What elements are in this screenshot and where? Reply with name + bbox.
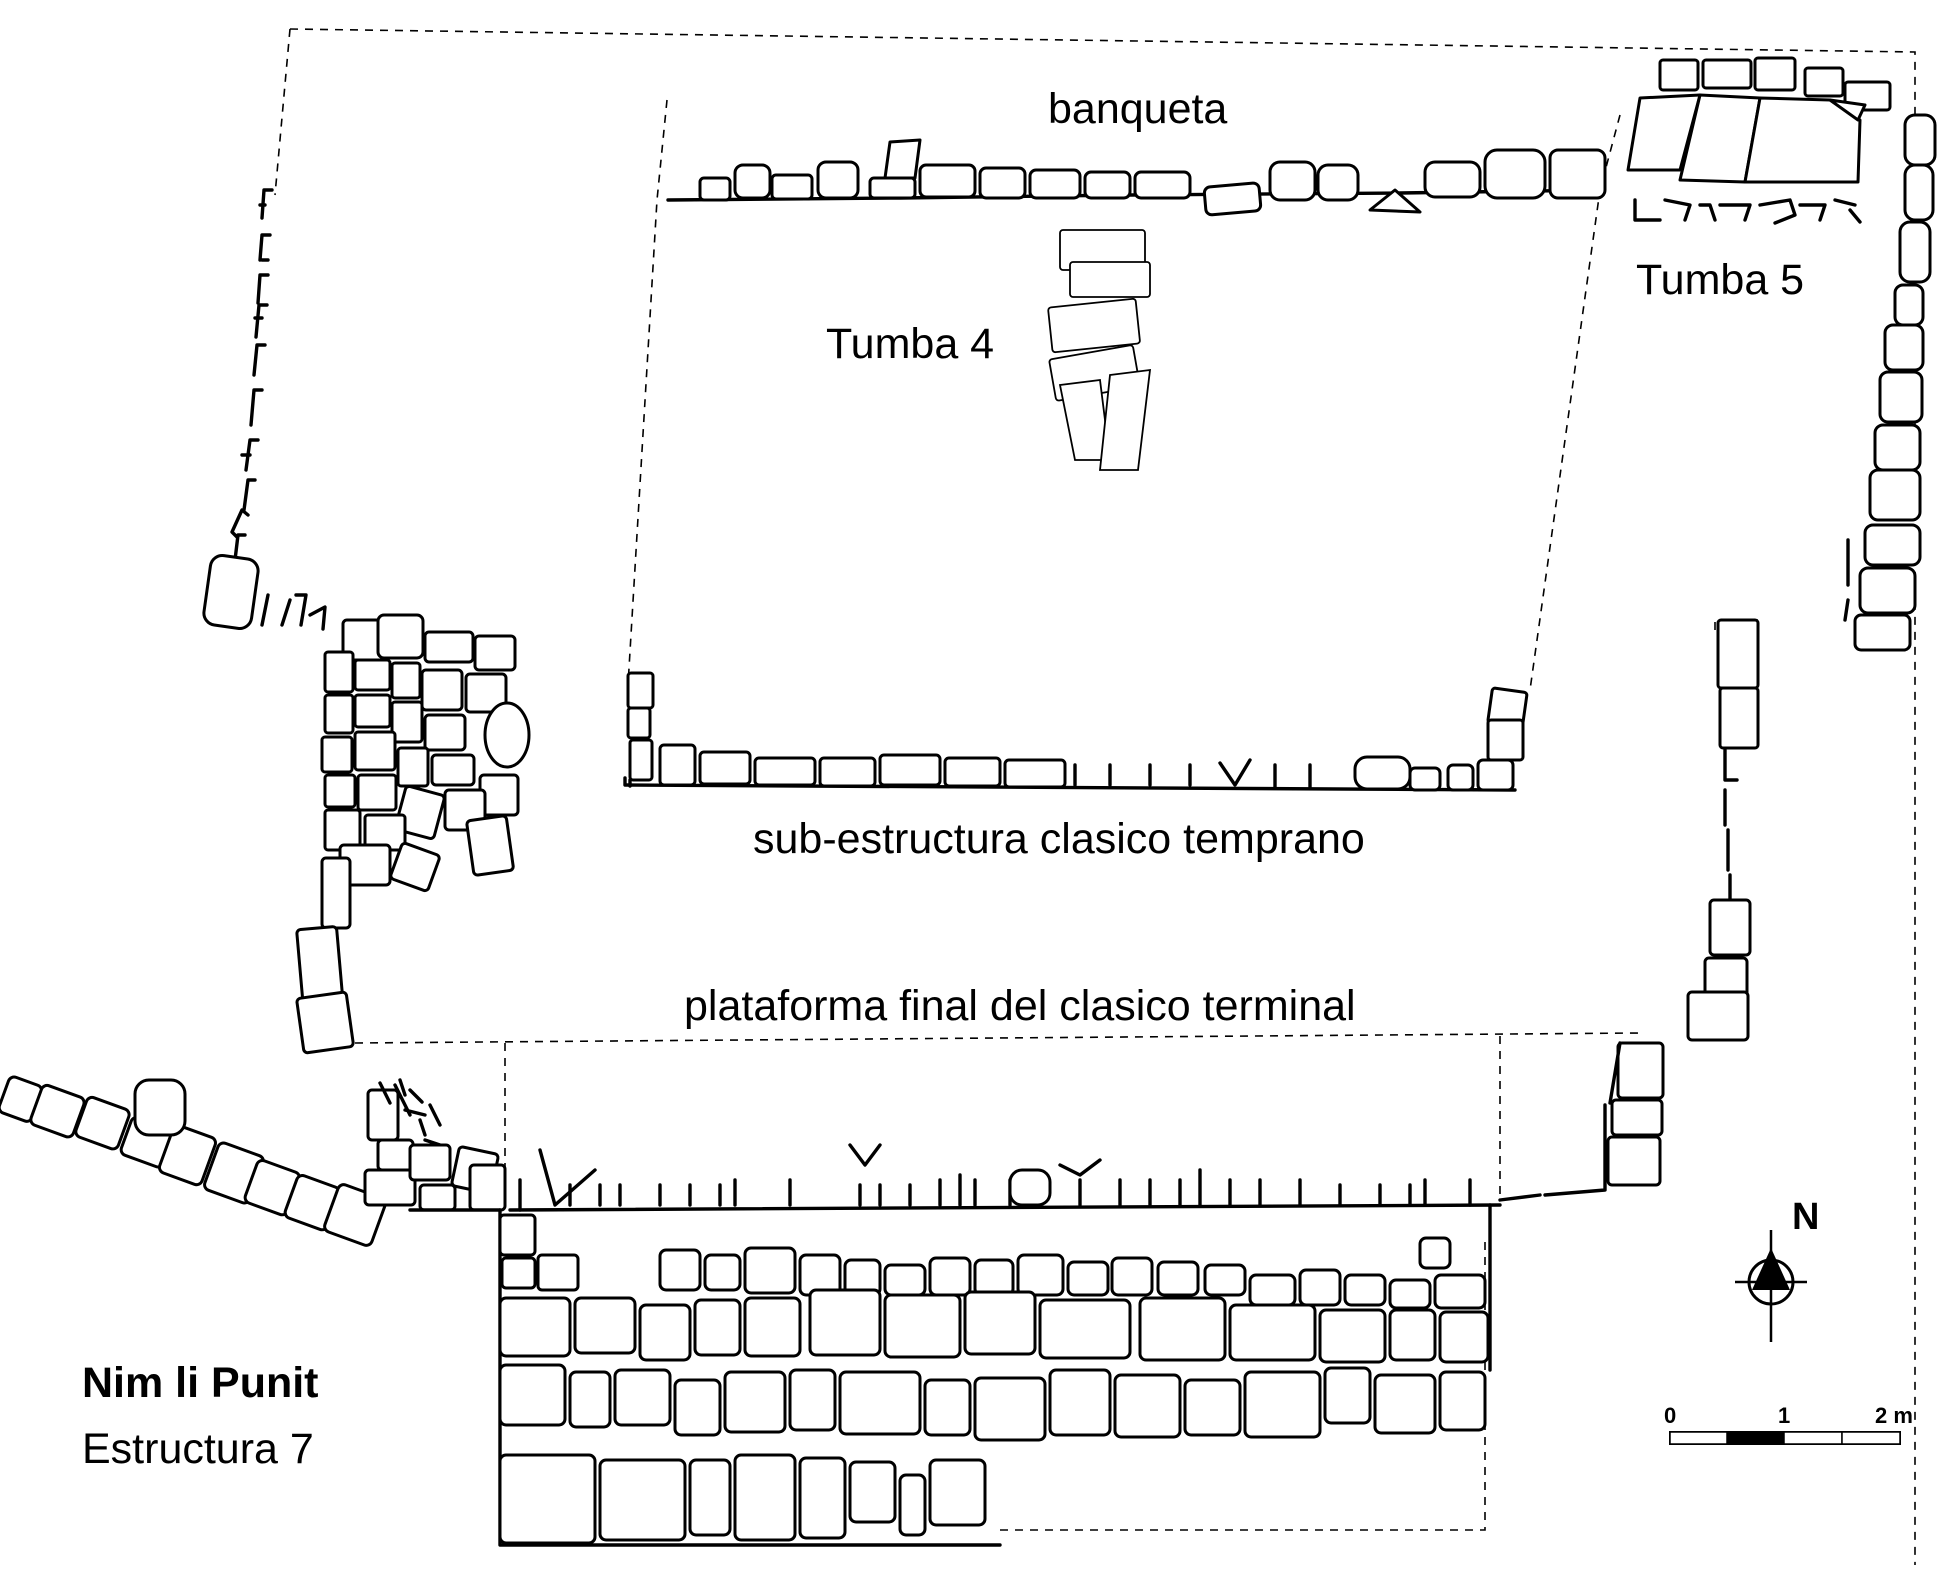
tumba5-stones <box>1626 56 1892 225</box>
outer-platform-outline <box>289 28 1916 1565</box>
southwest-wall <box>0 1075 507 1247</box>
scale-tick-2: 2 m <box>1875 1403 1913 1428</box>
site-name: Nim li Punit <box>82 1359 319 1407</box>
terrace-wall <box>508 1143 1502 1212</box>
banqueta-bench <box>666 138 1607 217</box>
scale-bar <box>1669 1431 1901 1445</box>
west-stone-cluster <box>295 613 531 1055</box>
label-tumba5: Tumba 5 <box>1636 256 1805 304</box>
inner-substructure-outline-west <box>627 99 668 686</box>
scale-tick-0: 0 <box>1664 1403 1677 1428</box>
north-arrow <box>1735 1230 1807 1342</box>
terrace-line <box>354 1032 1641 1044</box>
inner-substructure-outline-east <box>1529 114 1621 691</box>
scale-tick-1: 1 <box>1778 1403 1791 1428</box>
label-tumba4: Tumba 4 <box>826 320 995 368</box>
east-wall <box>1498 113 1937 1202</box>
label-banqueta: banqueta <box>1048 85 1228 133</box>
west-wall <box>202 188 327 631</box>
tumba4-stones <box>1047 229 1152 471</box>
west-wall-segments <box>224 188 274 584</box>
west-wall-low <box>260 593 327 631</box>
structure-name: Estructura 7 <box>82 1425 314 1473</box>
tumba5-edge <box>1714 619 1760 630</box>
north-label: N <box>1792 1196 1820 1238</box>
substructure-wall <box>623 671 1529 792</box>
label-subestructura: sub-estructura clasico temprano <box>753 815 1365 863</box>
label-plataforma: plataforma final del clasico terminal <box>684 982 1356 1030</box>
outer-west-edge <box>274 28 291 196</box>
stone <box>202 554 260 630</box>
front-facade-stones <box>498 1203 1492 1547</box>
